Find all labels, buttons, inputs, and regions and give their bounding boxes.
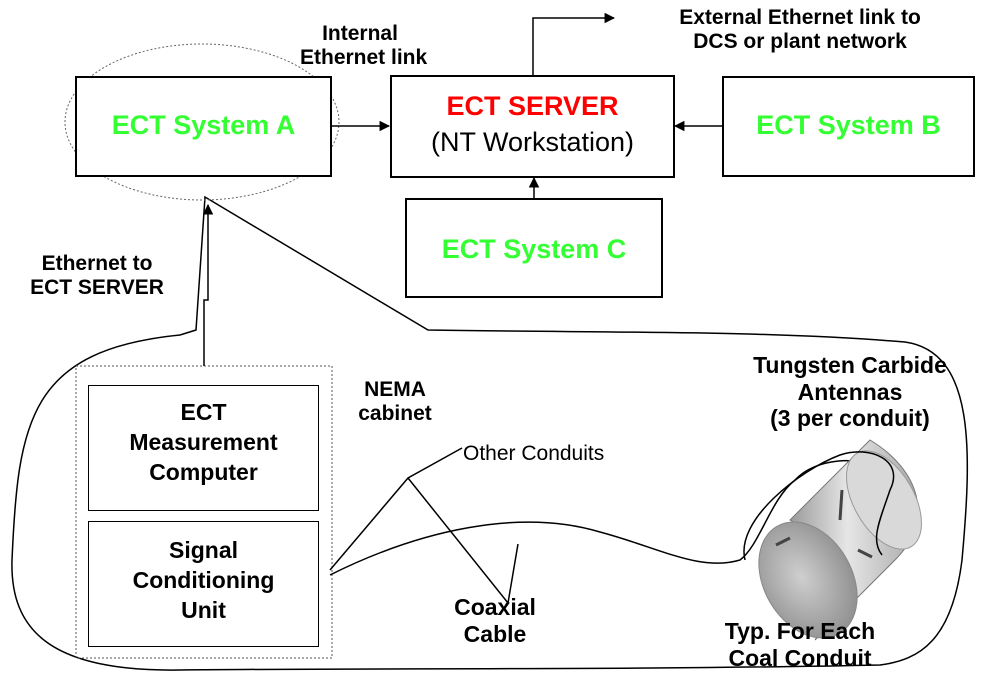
ect-server-label: ECT SERVER	[446, 91, 619, 121]
ect-system-b-box: ECT System B	[722, 76, 975, 177]
tungsten-line-1: Tungsten Carbide	[753, 352, 947, 378]
conduit-cylinder	[758, 439, 922, 641]
internal-link-label: Internal Ethernet link	[300, 22, 428, 71]
tungsten-antennas-label: Tungsten Carbide Antennas (3 per conduit…	[745, 352, 955, 432]
external-link-line-1: External Ethernet link to	[679, 6, 921, 29]
measurement-line-1: ECT	[180, 399, 227, 425]
ect-server-box: ECT SERVER (NT Workstation)	[390, 75, 675, 178]
other-conduits-line-2	[407, 477, 519, 605]
tungsten-line-3: (3 per conduit)	[770, 405, 930, 432]
internal-link-line-2: Ethernet link	[300, 46, 428, 70]
signal-conditioning-box: Signal Conditioning Unit	[88, 521, 319, 647]
typ-each-conduit-label: Typ. For Each Coal Conduit	[690, 618, 910, 671]
ethernet-to-line-2: ECT SERVER	[30, 276, 164, 300]
typ-line-1: Typ. For Each	[724, 618, 876, 644]
nema-line-1: NEMA	[364, 378, 426, 401]
ethernet-to-server-line	[202, 203, 214, 366]
antenna-wire	[743, 451, 895, 561]
nema-line-2: cabinet	[358, 402, 432, 426]
ethernet-to-server-label: Ethernet to ECT SERVER	[12, 252, 182, 301]
signal-conditioning-label: Signal Conditioning Unit	[89, 536, 318, 626]
internal-link-ellipse	[64, 43, 340, 201]
ect-system-c-box: ECT System C	[405, 198, 663, 298]
typ-line-2: Coal Conduit	[728, 644, 872, 671]
coaxial-line-1: Coaxial	[454, 594, 536, 620]
measurement-line-2: Measurement	[129, 428, 278, 455]
other-conduits-line	[329, 447, 463, 571]
coaxial-line-2: Cable	[463, 620, 527, 647]
measurement-computer-label: ECT Measurement Computer	[89, 398, 318, 488]
ect-system-a-label: ECT System A	[111, 110, 296, 140]
signal-line-2: Conditioning	[132, 566, 275, 593]
ect-server-sub-label: (NT Workstation)	[430, 127, 635, 157]
nema-cabinet-label: NEMA cabinet	[345, 378, 445, 427]
ethernet-to-line-1: Ethernet to	[41, 252, 153, 275]
external-link-label: External Ethernet link to DCS or plant n…	[620, 6, 980, 55]
ect-system-a-box: ECT System A	[75, 76, 332, 177]
ect-system-c-label: ECT System C	[441, 234, 627, 264]
other-conduits-label: Other Conduits	[463, 442, 605, 465]
internal-link-line-1: Internal	[322, 22, 398, 45]
arrow-external-link	[532, 12, 616, 75]
measurement-computer-box: ECT Measurement Computer	[88, 385, 319, 511]
callout-outline	[11, 195, 969, 671]
signal-line-1: Signal	[168, 537, 238, 563]
ect-system-b-label: ECT System B	[756, 110, 941, 140]
coaxial-cable-label: Coaxial Cable	[440, 594, 550, 647]
measurement-line-3: Computer	[149, 458, 258, 485]
tungsten-line-2: Antennas	[797, 378, 903, 405]
signal-line-3: Unit	[181, 596, 226, 623]
external-link-line-2: DCS or plant network	[693, 30, 907, 54]
coaxial-cable	[329, 459, 881, 576]
